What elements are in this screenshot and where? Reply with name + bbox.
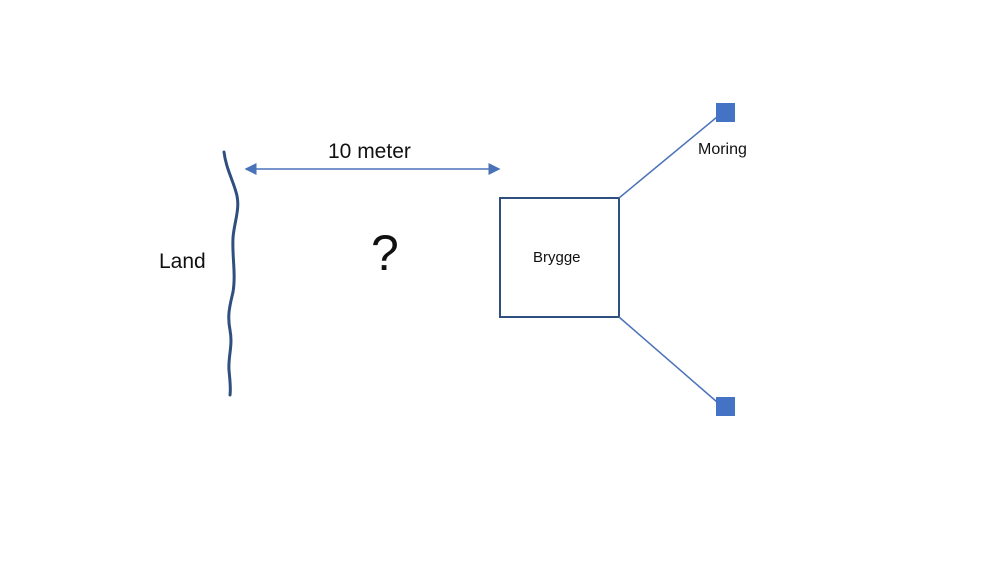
mooring-anchor-bottom (716, 397, 735, 416)
distance-label: 10 meter (328, 140, 411, 163)
land-label: Land (159, 250, 206, 273)
mooring-line-bottom (618, 316, 718, 403)
dock (499, 197, 620, 318)
mooring-anchor-top (716, 103, 735, 122)
unknown-question-mark: ? (371, 225, 399, 281)
dock-label: Brygge (533, 249, 581, 266)
mooring-label: Moring (698, 141, 747, 158)
mooring-line-top (618, 116, 718, 199)
shoreline (222, 150, 240, 397)
